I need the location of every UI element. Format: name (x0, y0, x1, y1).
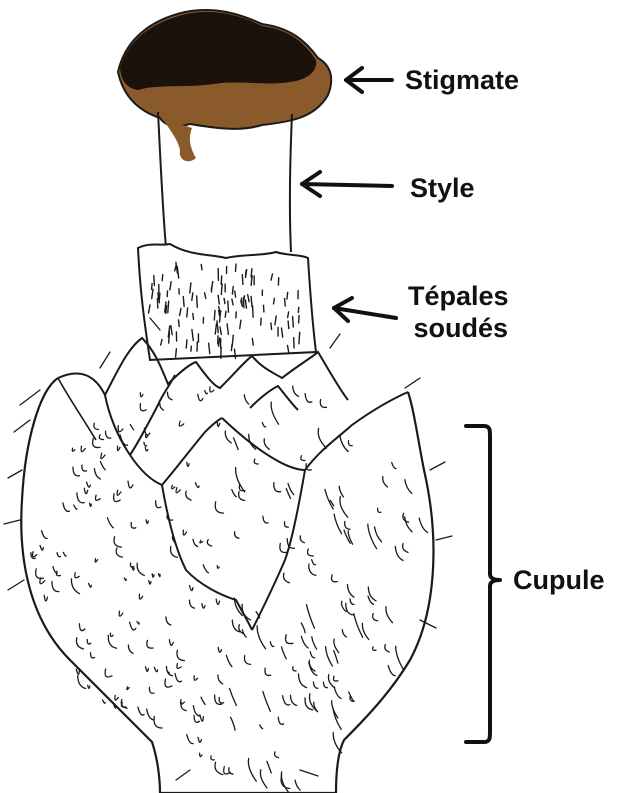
label-stigmate: Stigmate (405, 64, 519, 96)
label-style: Style (410, 172, 475, 204)
arrow-stigmate (346, 68, 392, 92)
stigma-shape (118, 10, 331, 161)
bracket-cupule (466, 426, 500, 742)
label-cupule: Cupule (513, 564, 605, 596)
label-tepales-soudes: Tépales soudés (408, 280, 509, 344)
label-tepales-line2: soudés (408, 312, 509, 344)
arrow-tepales (334, 298, 396, 321)
label-tepales-line1: Tépales (408, 280, 509, 312)
tepals-shape (138, 244, 316, 360)
arrow-style (302, 172, 392, 196)
cupule-shape (4, 318, 452, 793)
